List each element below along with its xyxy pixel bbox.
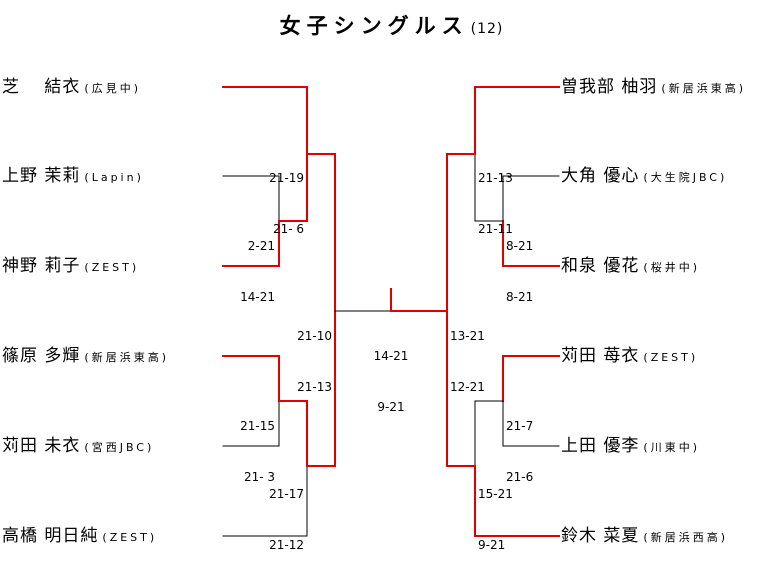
game-score: 21- 3	[243, 470, 275, 484]
game-score: 21-15	[240, 419, 275, 433]
player-school: (新居浜東高)	[84, 351, 169, 364]
match-score: 21-7 21-6	[506, 384, 533, 503]
tournament-bracket	[222, 86, 560, 537]
player-school: (広見中)	[84, 82, 141, 95]
player-school: (Lapin)	[84, 171, 144, 184]
player-school: (新居浜西高)	[643, 531, 728, 544]
player-school: (川東中)	[643, 441, 700, 454]
match-score: 15-21 9-21	[478, 452, 513, 571]
player-name: 苅田 苺衣	[561, 346, 640, 366]
game-score: 21-13	[297, 380, 332, 394]
match-score: 8-21 8-21	[506, 204, 533, 323]
game-score: 21-11	[478, 222, 513, 236]
game-score: 13-21	[450, 329, 485, 343]
match-score: 2-21 14-21	[240, 204, 275, 323]
game-score: 21-7	[506, 419, 534, 433]
match-score: 21-19 21- 6	[269, 136, 304, 255]
player-entry: 高橋 明日純(ZEST)	[2, 526, 157, 548]
page-title: 女子シングルス(12)	[0, 10, 783, 40]
game-score: 21-12	[269, 538, 304, 552]
player-school: (ZEST)	[84, 261, 140, 274]
event-title: 女子シングルス	[279, 14, 469, 38]
game-score: 21-13	[478, 171, 513, 185]
player-school: (宮西JBC)	[84, 441, 155, 454]
game-score: 21-19	[269, 171, 304, 185]
final-score: 14-21 9-21	[361, 314, 421, 433]
player-school: (ZEST)	[102, 531, 158, 544]
player-name: 苅田 未衣	[2, 436, 81, 456]
player-school: (大生院JBC)	[643, 171, 728, 184]
player-name: 大角 優心	[561, 166, 640, 186]
player-name: 芝 結衣	[2, 77, 81, 97]
player-name: 鈴木 菜夏	[561, 526, 640, 546]
player-name: 高橋 明日純	[2, 526, 99, 546]
player-entry: 苅田 未衣(宮西JBC)	[2, 436, 154, 458]
player-school: (新居浜東高)	[661, 82, 746, 95]
player-entry: 大角 優心(大生院JBC)	[561, 166, 727, 188]
match-score: 21-17 21-12	[269, 452, 304, 571]
player-entry: 苅田 苺衣(ZEST)	[561, 346, 698, 368]
player-name: 曽我部 柚羽	[561, 77, 658, 97]
game-score: 8-21	[506, 290, 534, 304]
event-draw-size: (12)	[470, 21, 504, 37]
game-score: 14-21	[373, 349, 409, 363]
player-name: 和泉 優花	[561, 256, 640, 276]
player-entry: 上田 優李(川東中)	[561, 436, 700, 458]
game-score: 14-21	[240, 290, 275, 304]
player-entry: 神野 莉子(ZEST)	[2, 256, 139, 278]
game-score: 21-6	[506, 470, 534, 484]
game-score: 21-10	[297, 329, 332, 343]
game-score: 21-17	[269, 487, 304, 501]
match-score: 21-15 21- 3	[240, 384, 275, 503]
player-entry: 和泉 優花(桜井中)	[561, 256, 700, 278]
player-name: 上田 優李	[561, 436, 640, 456]
game-score: 9-21	[377, 400, 405, 414]
player-name: 篠原 多輝	[2, 346, 81, 366]
game-score: 15-21	[478, 487, 513, 501]
player-entry: 芝 結衣(広見中)	[2, 77, 141, 99]
match-score: 13-21 12-21	[450, 294, 485, 413]
match-score: 21-10 21-13	[297, 294, 332, 413]
match-score: 21-13 21-11	[478, 136, 513, 255]
game-score: 21- 6	[272, 222, 304, 236]
game-score: 8-21	[506, 239, 534, 253]
player-school: (桜井中)	[643, 261, 700, 274]
player-entry: 鈴木 菜夏(新居浜西高)	[561, 526, 728, 548]
player-school: (ZEST)	[643, 351, 699, 364]
game-score: 12-21	[450, 380, 485, 394]
player-name: 上野 茉莉	[2, 166, 81, 186]
game-score: 2-21	[247, 239, 275, 253]
player-name: 神野 莉子	[2, 256, 81, 276]
player-entry: 篠原 多輝(新居浜東高)	[2, 346, 169, 368]
player-entry: 曽我部 柚羽(新居浜東高)	[561, 77, 746, 99]
game-score: 9-21	[478, 538, 506, 552]
player-entry: 上野 茉莉(Lapin)	[2, 166, 144, 188]
